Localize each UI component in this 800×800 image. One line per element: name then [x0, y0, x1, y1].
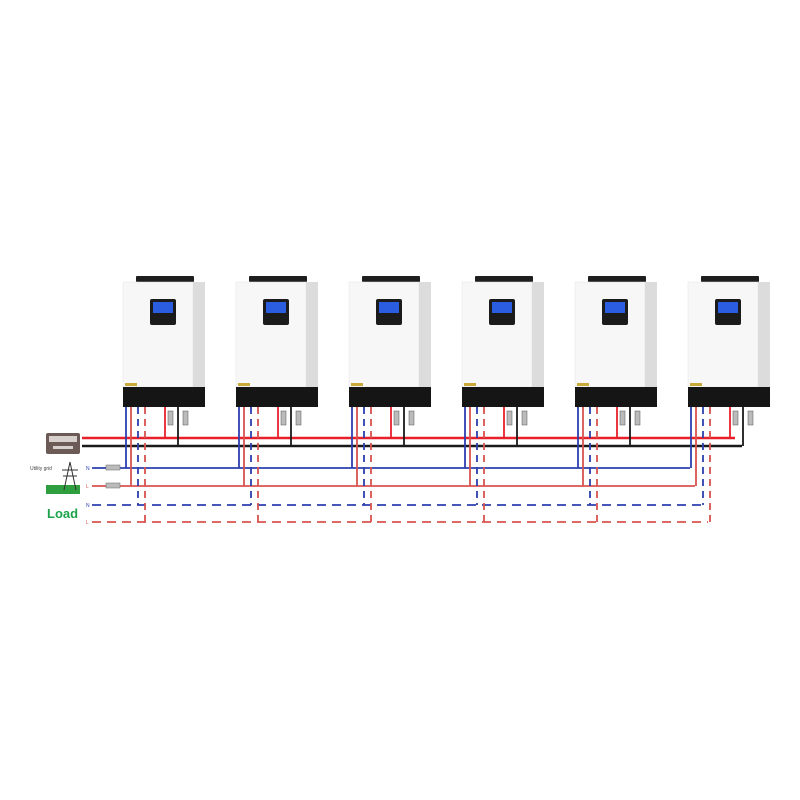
inverter-label	[577, 383, 589, 386]
n-label: N	[86, 466, 90, 472]
utility-grid-label: Utility grid	[30, 466, 52, 472]
battery-icon	[46, 433, 80, 454]
dc-breaker	[732, 410, 739, 426]
inverter-base	[123, 387, 205, 407]
inverter-front-panel	[348, 281, 420, 388]
dc-breaker	[393, 410, 400, 426]
wiring	[82, 407, 754, 523]
inverter-label	[125, 383, 137, 386]
inverter-label	[351, 383, 363, 386]
inverter-base	[575, 387, 657, 407]
inverter-label	[464, 383, 476, 386]
load-n-label: N	[86, 503, 90, 509]
inverters	[122, 276, 770, 407]
inverter-top-cap	[475, 276, 533, 282]
inverter-top-cap	[136, 276, 194, 282]
inverter-unit	[687, 276, 770, 407]
dc-breaker	[167, 410, 174, 426]
dc-breaker	[634, 410, 641, 426]
inverter-base	[236, 387, 318, 407]
dc-breaker	[295, 410, 302, 426]
dc-breaker	[280, 410, 287, 426]
l-label: L	[86, 484, 89, 490]
inverter-side-panel	[758, 282, 770, 387]
dc-breaker	[619, 410, 626, 426]
inverter-base	[462, 387, 544, 407]
inverter-unit	[235, 276, 318, 407]
inverter-base	[688, 387, 770, 407]
inverter-front-panel	[461, 281, 533, 388]
inverter-unit	[461, 276, 544, 407]
inverter-side-panel	[645, 282, 657, 387]
inverter-top-cap	[701, 276, 759, 282]
inverter-unit	[348, 276, 431, 407]
inverter-unit	[574, 276, 657, 407]
inverter-front-panel	[687, 281, 759, 388]
lcd-screen	[153, 302, 173, 313]
lcd-screen	[718, 302, 738, 313]
inverter-top-cap	[362, 276, 420, 282]
inverter-base	[349, 387, 431, 407]
inverter-side-panel	[419, 282, 431, 387]
lcd-screen	[492, 302, 512, 313]
dc-breaker	[747, 410, 754, 426]
inverter-front-panel	[122, 281, 194, 388]
inverter-label	[238, 383, 250, 386]
inverter-side-panel	[193, 282, 205, 387]
inverter-front-panel	[235, 281, 307, 388]
grid-n-breaker	[105, 464, 121, 471]
utility-tower-icon	[46, 461, 80, 494]
lcd-screen	[379, 302, 399, 313]
inverter-top-cap	[588, 276, 646, 282]
inverter-side-panel	[306, 282, 318, 387]
inverter-top-cap	[249, 276, 307, 282]
dc-breaker	[408, 410, 415, 426]
dc-breaker	[182, 410, 189, 426]
dc-breaker	[521, 410, 528, 426]
lcd-screen	[266, 302, 286, 313]
lcd-screen	[605, 302, 625, 313]
load-l-label: L	[86, 520, 89, 526]
inverter-label	[690, 383, 702, 386]
load-label: Load	[47, 506, 78, 521]
inverter-unit	[122, 276, 205, 407]
grid-l-breaker	[105, 482, 121, 489]
inverter-front-panel	[574, 281, 646, 388]
dc-breaker	[506, 410, 513, 426]
inverter-side-panel	[532, 282, 544, 387]
